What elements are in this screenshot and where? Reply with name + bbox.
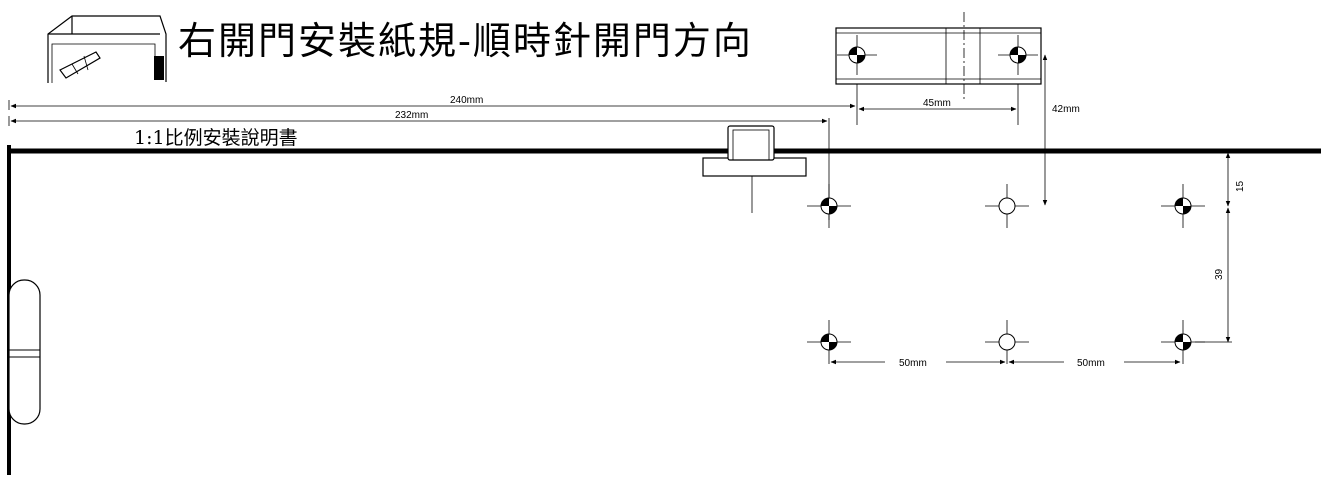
dim-240-label: 240mm	[450, 95, 483, 106]
scale-caption: 1:1比例安裝說明書	[134, 127, 298, 149]
drill-hole-top-right	[1161, 184, 1205, 228]
drill-hole-top-left	[807, 184, 851, 228]
dim-15-label: 15	[1235, 180, 1246, 192]
dim-50-right-label: 50mm	[1077, 358, 1105, 369]
dim-50-left-label: 50mm	[899, 358, 927, 369]
dim-42: 42mm	[1042, 54, 1080, 206]
dim-50-left: 50mm	[830, 358, 1006, 369]
closer-hole-right	[998, 35, 1038, 75]
closer-body-template	[835, 12, 1042, 100]
drill-holes	[807, 35, 1205, 364]
hinge-icon	[8, 279, 41, 425]
dim-39: 39	[1195, 207, 1232, 343]
dim-240: 240mm	[8, 84, 858, 125]
door-closer-icon	[47, 15, 167, 83]
dim-50-right: 50mm	[1008, 358, 1181, 369]
drill-hole-top-middle	[985, 184, 1029, 228]
dim-39-label: 39	[1214, 268, 1225, 280]
arm-bracket	[702, 125, 807, 213]
dim-42-label: 42mm	[1052, 104, 1080, 115]
dim-45: 45mm	[858, 84, 1019, 125]
closer-hole-left	[837, 35, 877, 75]
dim-232-label: 232mm	[395, 110, 428, 121]
dim-15: 15	[1225, 152, 1246, 207]
drill-hole-bottom-right	[1161, 320, 1205, 364]
drill-hole-bottom-middle	[985, 320, 1029, 364]
page-title: 右開門安裝紙規-順時針開門方向	[178, 19, 753, 63]
dim-45-label: 45mm	[923, 98, 951, 109]
drill-hole-bottom-left	[807, 320, 851, 364]
